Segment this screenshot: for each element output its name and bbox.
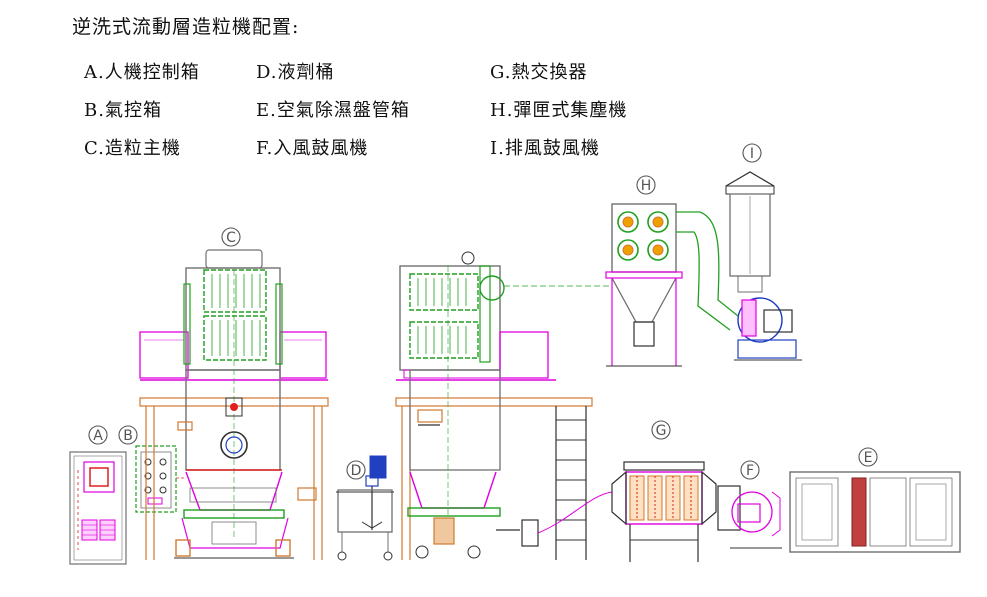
svg-text:B: B	[123, 428, 133, 444]
svg-text:G: G	[656, 423, 667, 439]
liquid-tank	[336, 455, 394, 561]
marker-g: G	[651, 420, 671, 440]
pneumatic-control-box	[135, 445, 177, 513]
marker-h: H	[636, 175, 656, 195]
svg-text:H: H	[641, 178, 652, 194]
main-granulator	[139, 249, 329, 560]
heat-exchanger	[611, 461, 717, 562]
svg-text:A: A	[93, 428, 103, 444]
legend-item-d: D.液劑桶	[256, 62, 335, 83]
marker-d: D	[346, 460, 366, 480]
hmi-control-box	[69, 451, 127, 565]
legend-item-f: F.入風鼓風機	[256, 138, 369, 159]
svg-text:F: F	[746, 463, 754, 479]
legend-item-g: G.熱交換器	[490, 62, 588, 83]
diagram-title: 逆洗式流動層造粒機配置:	[72, 16, 300, 38]
marker-b: B	[118, 425, 138, 445]
inlet-blower	[717, 485, 782, 549]
dehumidifier-coil-box	[789, 471, 961, 553]
legend-item-a: A.人機控制箱	[84, 62, 200, 83]
marker-f: F	[740, 460, 760, 480]
marker-a: A	[88, 425, 108, 445]
legend-item-b: B.氣控箱	[84, 100, 162, 121]
svg-text:E: E	[864, 450, 873, 466]
exhaust-fan	[725, 171, 802, 361]
legend-item-e: E.空氣除濕盤管箱	[256, 100, 410, 121]
svg-text:I: I	[750, 146, 754, 162]
marker-i: I	[742, 143, 762, 163]
marker-e: E	[858, 447, 878, 467]
legend-item-c: C.造粒主機	[84, 138, 181, 159]
granulator-side-view	[395, 251, 593, 560]
cartridge-dust-collector	[605, 203, 683, 367]
svg-text:C: C	[226, 230, 236, 246]
legend-item-h: H.彈匣式集塵機	[490, 100, 628, 121]
legend-item-i: I.排風鼓風機	[490, 138, 600, 159]
access-ladder	[555, 406, 587, 560]
marker-c: C	[221, 227, 241, 247]
svg-text:D: D	[351, 463, 362, 479]
